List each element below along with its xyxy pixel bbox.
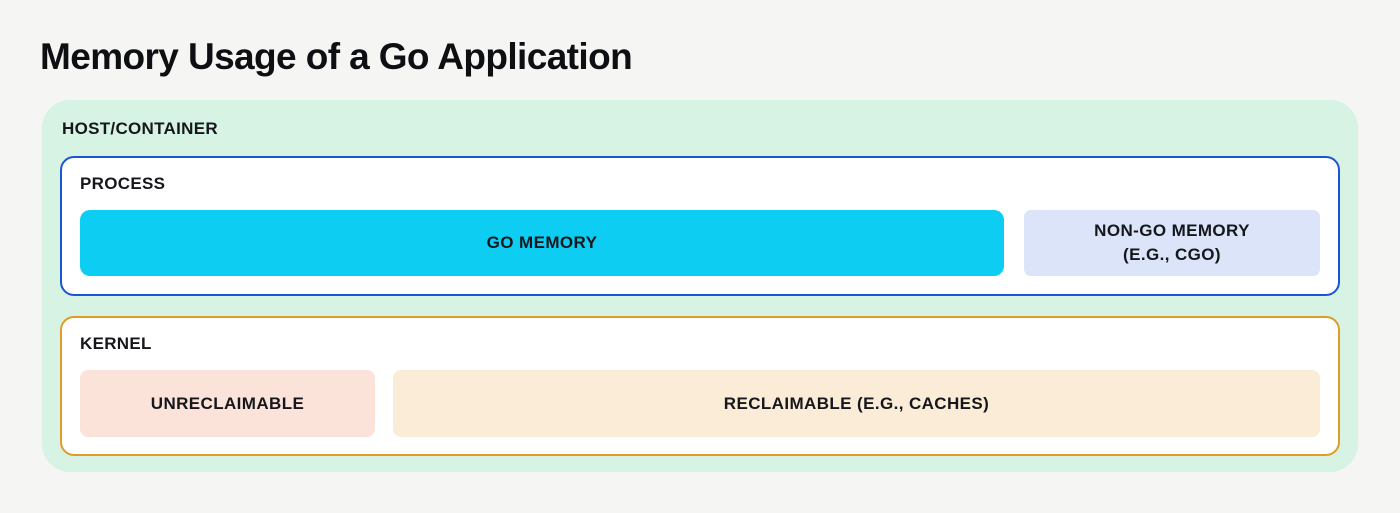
reclaimable-box: RECLAIMABLE (E.G., CACHES) (393, 370, 1320, 437)
page-title: Memory Usage of a Go Application (40, 36, 633, 77)
go-memory-label: GO MEMORY (486, 233, 598, 252)
unreclaimable-label: UNRECLAIMABLE (150, 393, 305, 413)
host-container-label: HOST/CONTAINER (62, 119, 218, 138)
kernel-label: KERNEL (80, 334, 152, 353)
process-label: PROCESS (80, 174, 166, 193)
process-memory-row: GO MEMORY NON-GO MEMORY (E.G., CGO) (80, 210, 1320, 276)
non-go-memory-label-line2: (E.G., CGO) (1123, 245, 1221, 264)
reclaimable-label: RECLAIMABLE (E.G., CACHES) (723, 393, 990, 413)
non-go-memory-box: NON-GO MEMORY (E.G., CGO) (1024, 210, 1320, 276)
kernel-memory-row: UNRECLAIMABLE RECLAIMABLE (E.G., CACHES) (80, 370, 1320, 437)
go-memory-box: GO MEMORY (80, 210, 1004, 276)
host-container-zone: HOST/CONTAINER PROCESS GO MEMORY NON-GO … (42, 100, 1358, 472)
non-go-memory-label-line1: NON-GO MEMORY (1094, 221, 1250, 240)
unreclaimable-box: UNRECLAIMABLE (80, 370, 375, 437)
kernel-zone: KERNEL UNRECLAIMABLE RECLAIMABLE (E.G., … (60, 316, 1340, 456)
process-zone: PROCESS GO MEMORY NON-GO MEMORY (E.G., C… (60, 156, 1340, 296)
